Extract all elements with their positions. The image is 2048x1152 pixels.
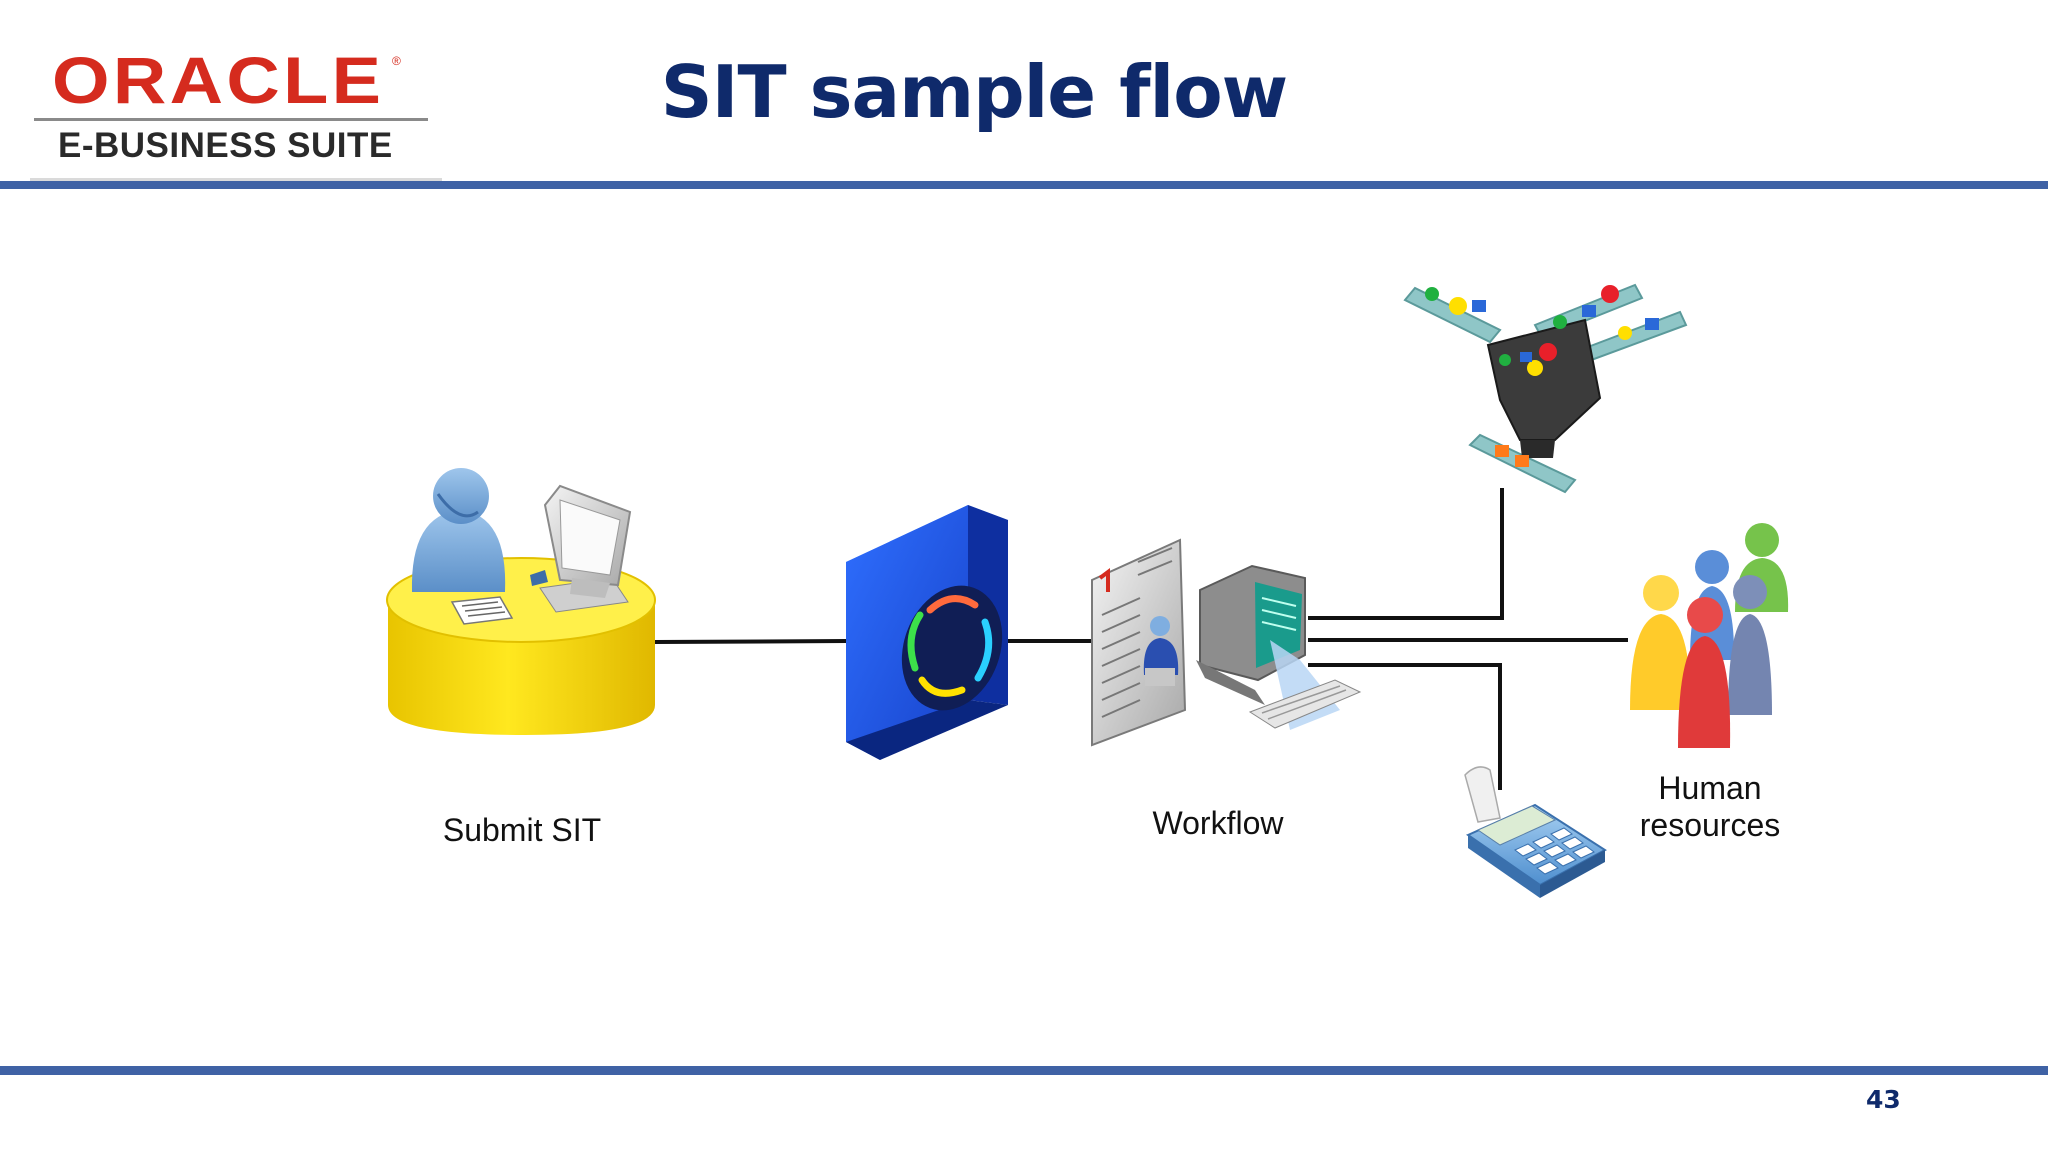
label-hr-line1: Human	[1658, 770, 1762, 806]
oracle-ebs-logo: ORACLE ® E-BUSINESS SUITE	[30, 42, 442, 182]
connector-submit-engine	[654, 639, 849, 644]
slide-title: SIT sample flow	[660, 50, 1288, 134]
people-group-icon	[1630, 523, 1789, 748]
person-at-desk-icon	[386, 468, 656, 735]
logo-suite-text: E-BUSINESS SUITE	[58, 126, 393, 165]
connector-workflow-manufacturing	[1308, 488, 1504, 620]
page-number: 43	[1866, 1085, 1901, 1114]
logo-underline	[30, 178, 442, 182]
workflow-computer-icon	[1091, 538, 1362, 747]
connector-workflow-payroll	[1308, 663, 1502, 790]
conveyor-funnel-icon	[1403, 283, 1688, 494]
logo-divider	[34, 118, 428, 121]
process-server-icon	[846, 505, 1008, 760]
calculator-icon	[1464, 766, 1607, 898]
label-workflow: Workflow	[1152, 805, 1284, 841]
label-human-resources: Human resources	[1600, 770, 1820, 844]
label-hr-line2: resources	[1639, 807, 1781, 843]
registered-mark: ®	[392, 54, 401, 68]
oracle-wordmark: ORACLE	[52, 43, 385, 117]
footer-band	[0, 1066, 2048, 1075]
header-band	[0, 181, 2048, 189]
label-submit-sit: Submit SIT	[442, 812, 602, 848]
connectors	[654, 488, 1628, 790]
